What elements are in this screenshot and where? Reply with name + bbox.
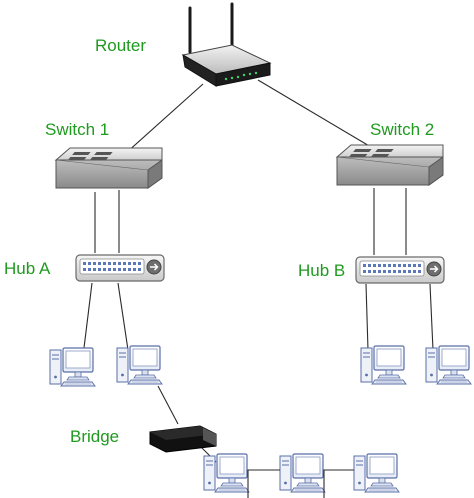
link-hubb-pc4 [429,283,434,351]
switch-1-label: Switch 1 [45,120,110,139]
computer-3-icon [360,345,407,385]
computer-2-icon [116,345,163,385]
link-hubb-pc3 [365,283,369,351]
computer-5-icon [203,453,250,493]
router-label: Router [95,36,147,55]
hub-b-label: Hub B [298,261,346,280]
switch-1-icon [55,147,163,189]
lan-backbone [247,469,354,498]
link-pc2-bridge [157,385,179,425]
bridge-icon [149,425,217,453]
link-router-switch1 [125,83,204,154]
hub-b-icon [355,256,445,284]
switch-2-icon [336,144,444,186]
hub-a-label: Hub A [4,259,51,278]
lan-segment-computers [203,453,400,493]
computer-1-icon [49,347,96,387]
computer-4-icon [425,345,472,385]
link-huba-pc1 [82,282,93,357]
link-router-switch2 [257,79,377,151]
bridge-label: Bridge [70,427,120,446]
hub-a-icon [75,254,165,282]
switch-2-label: Switch 2 [370,120,435,139]
computer-7-icon [353,453,400,493]
router-icon [181,2,272,87]
computer-6-icon [279,453,326,493]
link-huba-pc2 [117,282,129,351]
